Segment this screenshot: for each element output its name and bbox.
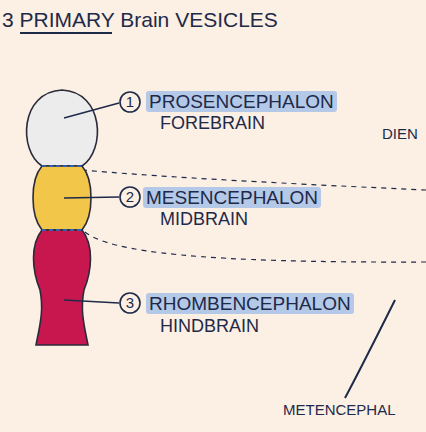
- callout-ring: [120, 92, 140, 112]
- title-underline: [20, 32, 112, 34]
- forebrain-vesicle: [27, 90, 98, 166]
- common-name: HINDBRAIN: [160, 317, 259, 335]
- callout-number: 3: [119, 292, 141, 314]
- vesicle-name: RHOMBENCEPHALON: [146, 293, 354, 314]
- secondary-vesicle-name: DIEN: [382, 126, 418, 141]
- diagram-title: 3 PRIMARY Brain VESICLES: [2, 9, 278, 30]
- hindbrain-vesicle: [34, 230, 91, 345]
- leader-line: [64, 103, 119, 118]
- callout-ring: [120, 293, 140, 313]
- callout-circle: 2: [119, 186, 141, 208]
- callout-ring: [120, 187, 140, 207]
- boundary-dashed-line: [85, 232, 426, 262]
- vesicle-boundary: [42, 229, 82, 231]
- callout-circle: 1: [119, 91, 141, 113]
- secondary-vesicle-name: METENCEPHAL: [283, 402, 396, 417]
- leader-line: [64, 300, 119, 303]
- callout-number: 2: [119, 186, 141, 208]
- vesicle-name: MESENCEPHALON: [143, 187, 321, 208]
- common-name: FOREBRAIN: [160, 114, 265, 132]
- leader-line: [64, 197, 119, 198]
- common-name: MIDBRAIN: [160, 210, 248, 228]
- callout-number: 1: [119, 91, 141, 113]
- callout-circle: 3: [119, 292, 141, 314]
- vesicle-boundary: [42, 165, 82, 167]
- pointer-curve: [345, 300, 395, 398]
- vesicle-name: PROSENCEPHALON: [146, 91, 337, 112]
